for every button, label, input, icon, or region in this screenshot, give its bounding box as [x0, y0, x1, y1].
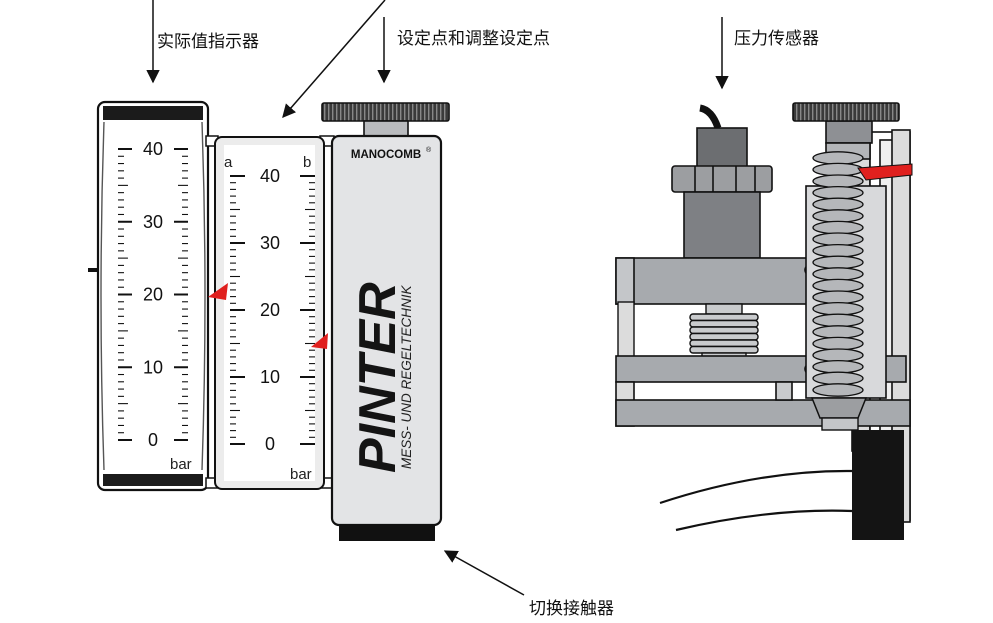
actual-scale-label: 20 [143, 285, 163, 305]
cable-upper [659, 469, 853, 505]
arrow-switch-contact [443, 550, 525, 596]
label-actual-indicator: 实际值指示器 [157, 32, 259, 52]
label-pressure-sensor: 压力传感器 [734, 29, 819, 49]
setpoint-spring [812, 151, 864, 397]
setpoint-b-pointer [311, 333, 328, 349]
actual-scale-ticks [118, 148, 188, 441]
actual-scale-label: 0 [148, 430, 158, 450]
scale-column-b: b [303, 154, 311, 171]
internal-mechanism [615, 102, 913, 540]
setpoint-scale-label: 20 [260, 300, 280, 320]
brand-tagline: MESS- UND REGELTECHNIK [399, 284, 414, 469]
setpoint-a-pointer [208, 283, 228, 300]
bellows [689, 303, 759, 358]
brand-name: PINTER [349, 282, 407, 473]
actual-scale-label: 40 [143, 139, 163, 159]
label-switch-contact: 切换接触器 [529, 599, 614, 619]
callout-arrows [146, 0, 729, 596]
model-name: MANOCOMB [351, 149, 421, 161]
setpoint-scale-ticks [230, 175, 315, 445]
switch-contact-plug [339, 524, 435, 541]
scale-column-a: a [224, 154, 233, 171]
mechanism-pointer [857, 163, 913, 181]
setpoint-scale-label: 30 [260, 233, 280, 253]
setpoint-adjust-knob [321, 102, 450, 122]
upper-bracket [615, 257, 821, 305]
cable-lower [675, 509, 853, 532]
actual-scale-label: 30 [143, 212, 163, 232]
setpoint-scale-label: 40 [260, 166, 280, 186]
arrow-setpoint-scale [282, 0, 386, 119]
microswitch-block [852, 430, 904, 540]
sensor-cable [699, 104, 722, 130]
pressure-sensor [671, 127, 773, 259]
spring-adjust-knob [792, 102, 900, 122]
actual-scale-label: 10 [143, 357, 163, 377]
setpoint-unit: bar [290, 466, 312, 483]
setpoint-scale-labels: 40 30 20 10 0 [260, 166, 280, 454]
actual-unit: bar [170, 456, 192, 473]
actual-scale-labels: 40 30 20 10 0 [143, 139, 163, 450]
label-setpoint: 设定点和调整设定点 [397, 29, 550, 49]
setpoint-scale: a b 40 30 20 10 0 bar [208, 136, 328, 490]
trademark-mark: ® [426, 146, 432, 154]
actual-indicator: 40 30 20 10 0 bar [88, 100, 210, 492]
setpoint-scale-label: 10 [260, 367, 280, 387]
manocomb-housing: MANOCOMB ® PINTER MESS- UND REGELTECHNIK [321, 102, 450, 541]
setpoint-scale-label: 0 [265, 434, 275, 454]
